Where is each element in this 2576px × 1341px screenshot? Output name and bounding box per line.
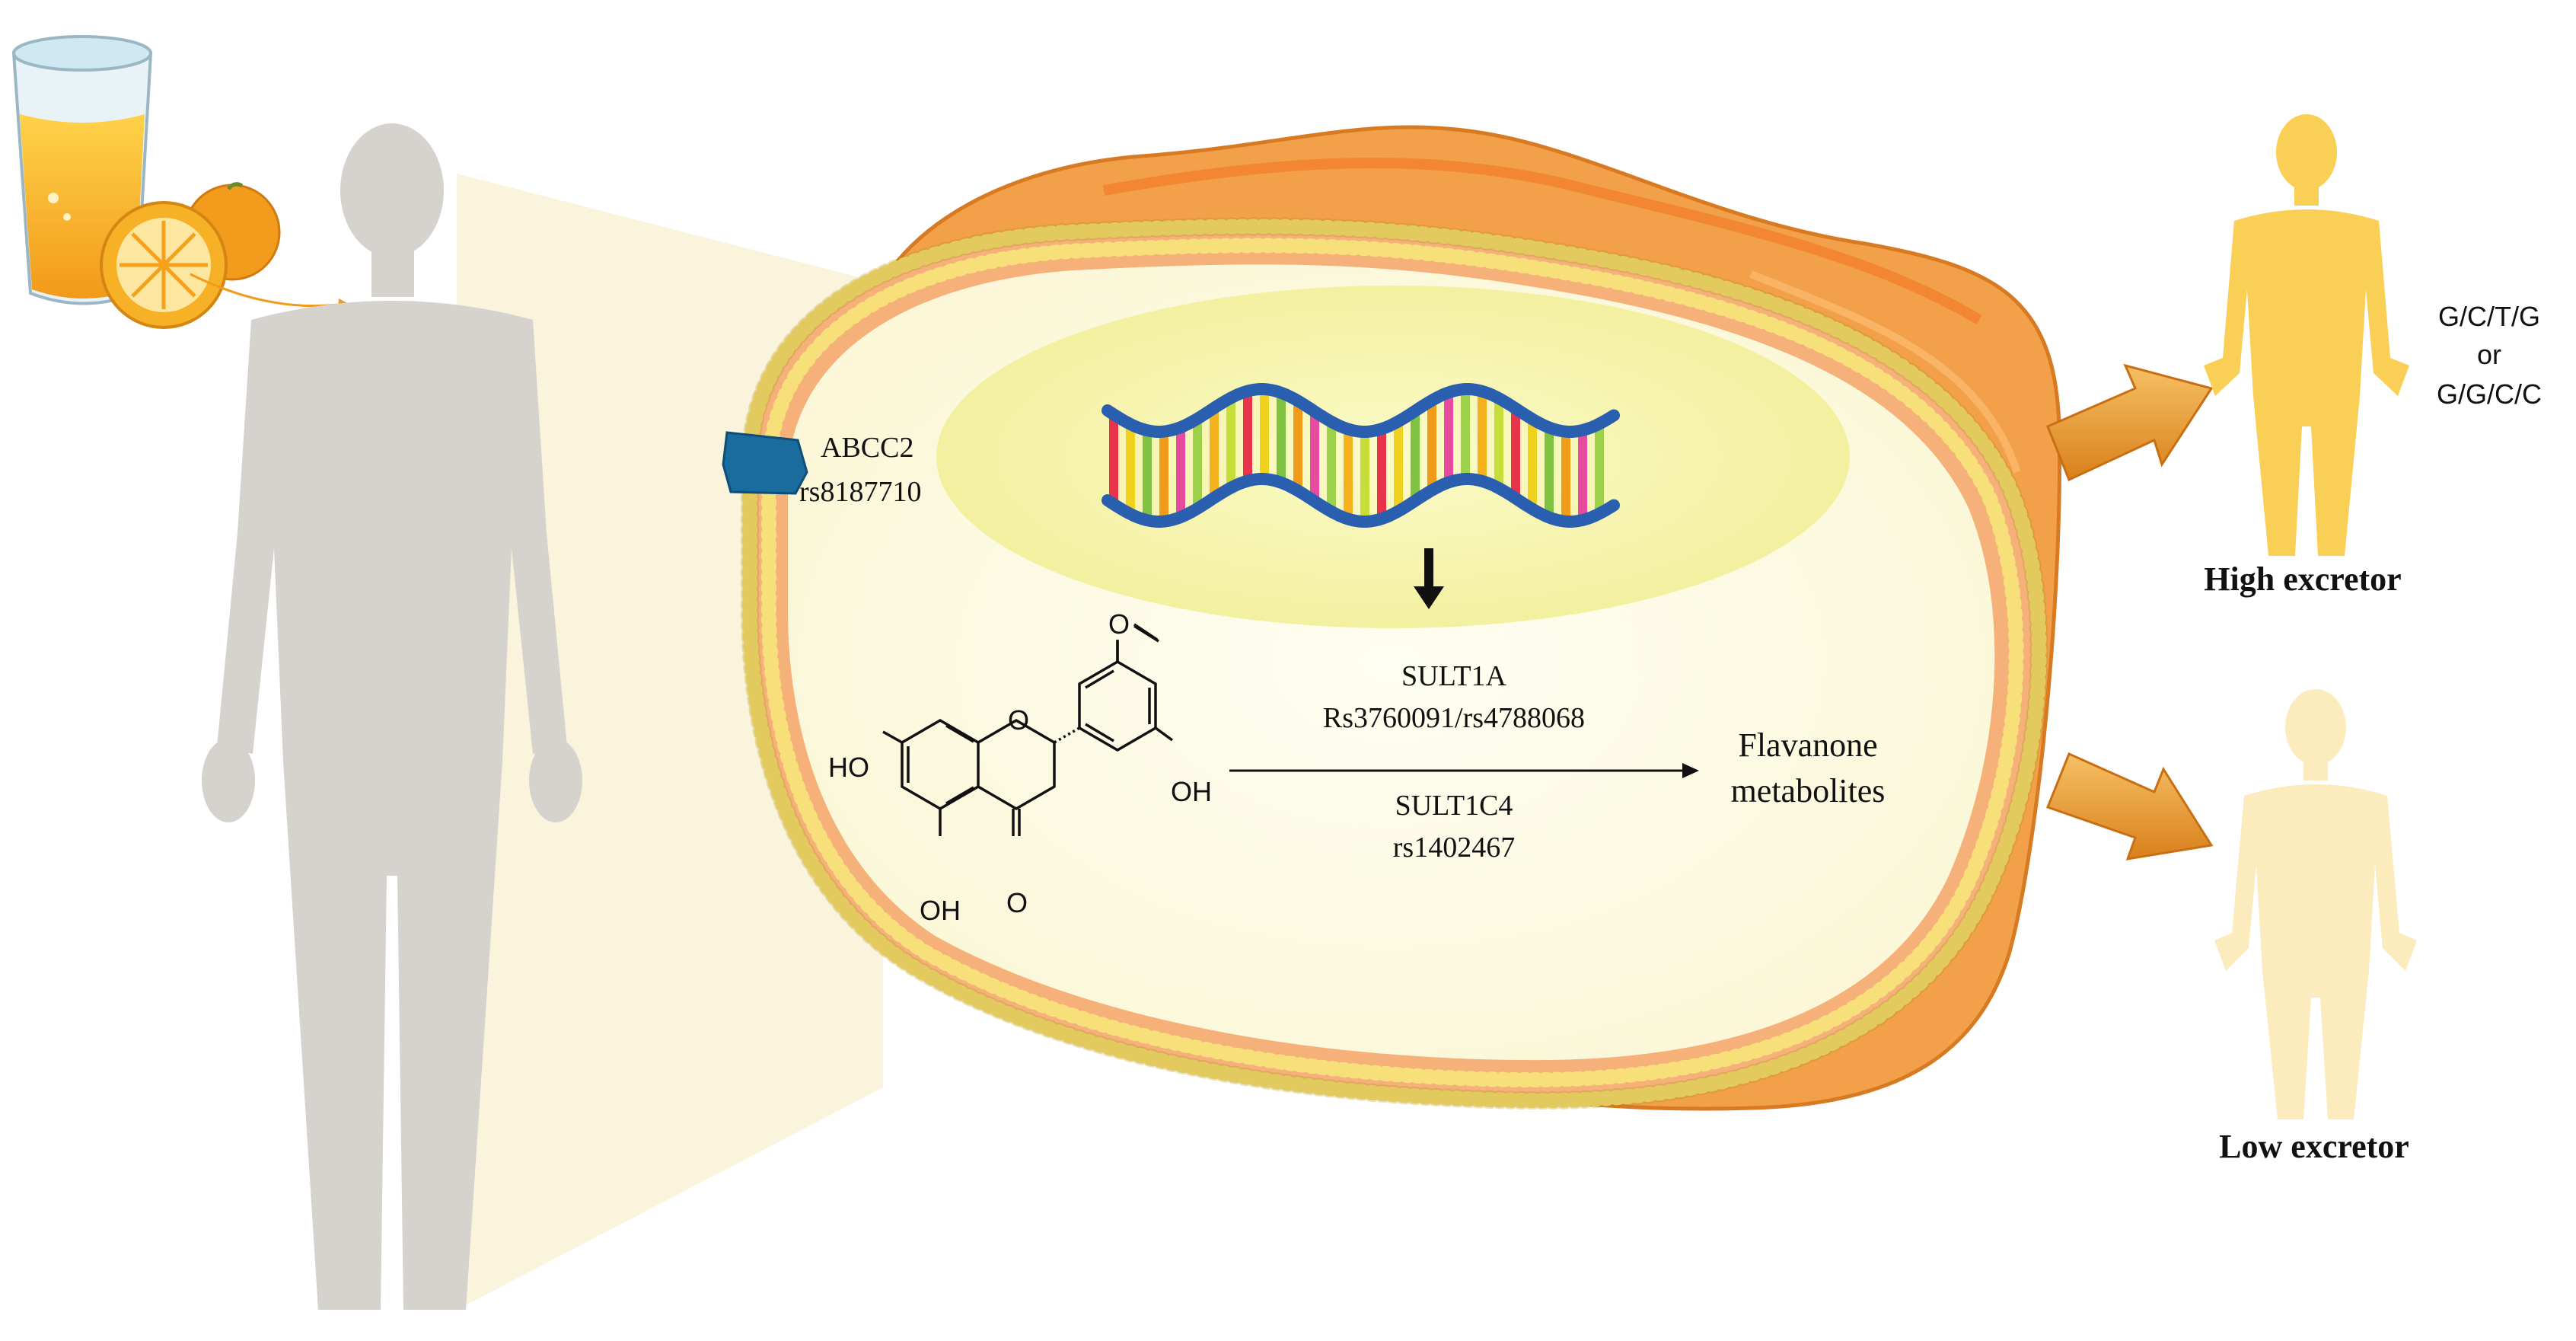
dna-backbone-bottom — [1101, 473, 1620, 528]
ho-label: HO — [828, 752, 869, 783]
cell-outer-highlight — [1102, 158, 1982, 325]
oh-bottom-label: OH — [920, 895, 961, 926]
nucleus — [936, 286, 1850, 628]
high-excretor-person-icon — [2204, 114, 2409, 556]
methoxy-oxygen-label: O — [1108, 608, 1130, 640]
ring-oxygen-label: O — [1008, 704, 1029, 736]
sult1a-label: SULT1A — [1401, 660, 1507, 692]
high-excretor-arrow — [2046, 363, 2214, 482]
abcc2-gene-label: ABCC2 — [821, 432, 913, 464]
sult1c4-snp-label: rs1402467 — [1393, 832, 1515, 864]
carbonyl-oxygen-label: O — [1006, 887, 1028, 918]
cell-outer-highlight-2 — [1749, 270, 2021, 474]
dna-backbone-top — [1101, 383, 1620, 438]
abcc2-snp-label: rs8187710 — [799, 476, 921, 508]
abcc2-transporter-icon — [722, 431, 808, 495]
high-excretor-label: High excretor — [2204, 560, 2401, 598]
dna-helix-icon — [1101, 383, 1620, 528]
product-line1: Flavanone — [1738, 726, 1877, 764]
methoxy-bond — [1133, 624, 1159, 643]
oh-right-label: OH — [1171, 776, 1212, 807]
low-excretor-label: Low excretor — [2219, 1128, 2409, 1165]
hesperetin-structure — [882, 623, 1174, 836]
reaction-arrow — [1229, 763, 1699, 778]
sult1c4-label: SULT1C4 — [1395, 790, 1513, 822]
cell-membrane-inner — [760, 238, 2024, 1088]
gene-expression-arrow — [1414, 548, 1444, 609]
product-line2: metabolites — [1731, 772, 1886, 809]
genotype-line2: or — [2477, 339, 2501, 370]
orange-fruit-icon — [100, 182, 281, 329]
sult1a-snps-label: Rs3760091/rs4788068 — [1323, 702, 1585, 734]
human-body-silhouette — [202, 123, 582, 1310]
genotype-line1: G/C/T/G — [2438, 301, 2540, 332]
cell-membrane-bead-rim — [740, 217, 2048, 1110]
low-excretor-arrow — [2046, 752, 2214, 860]
genotype-line3: G/G/C/C — [2437, 378, 2542, 410]
low-excretor-person-icon — [2214, 689, 2417, 1119]
